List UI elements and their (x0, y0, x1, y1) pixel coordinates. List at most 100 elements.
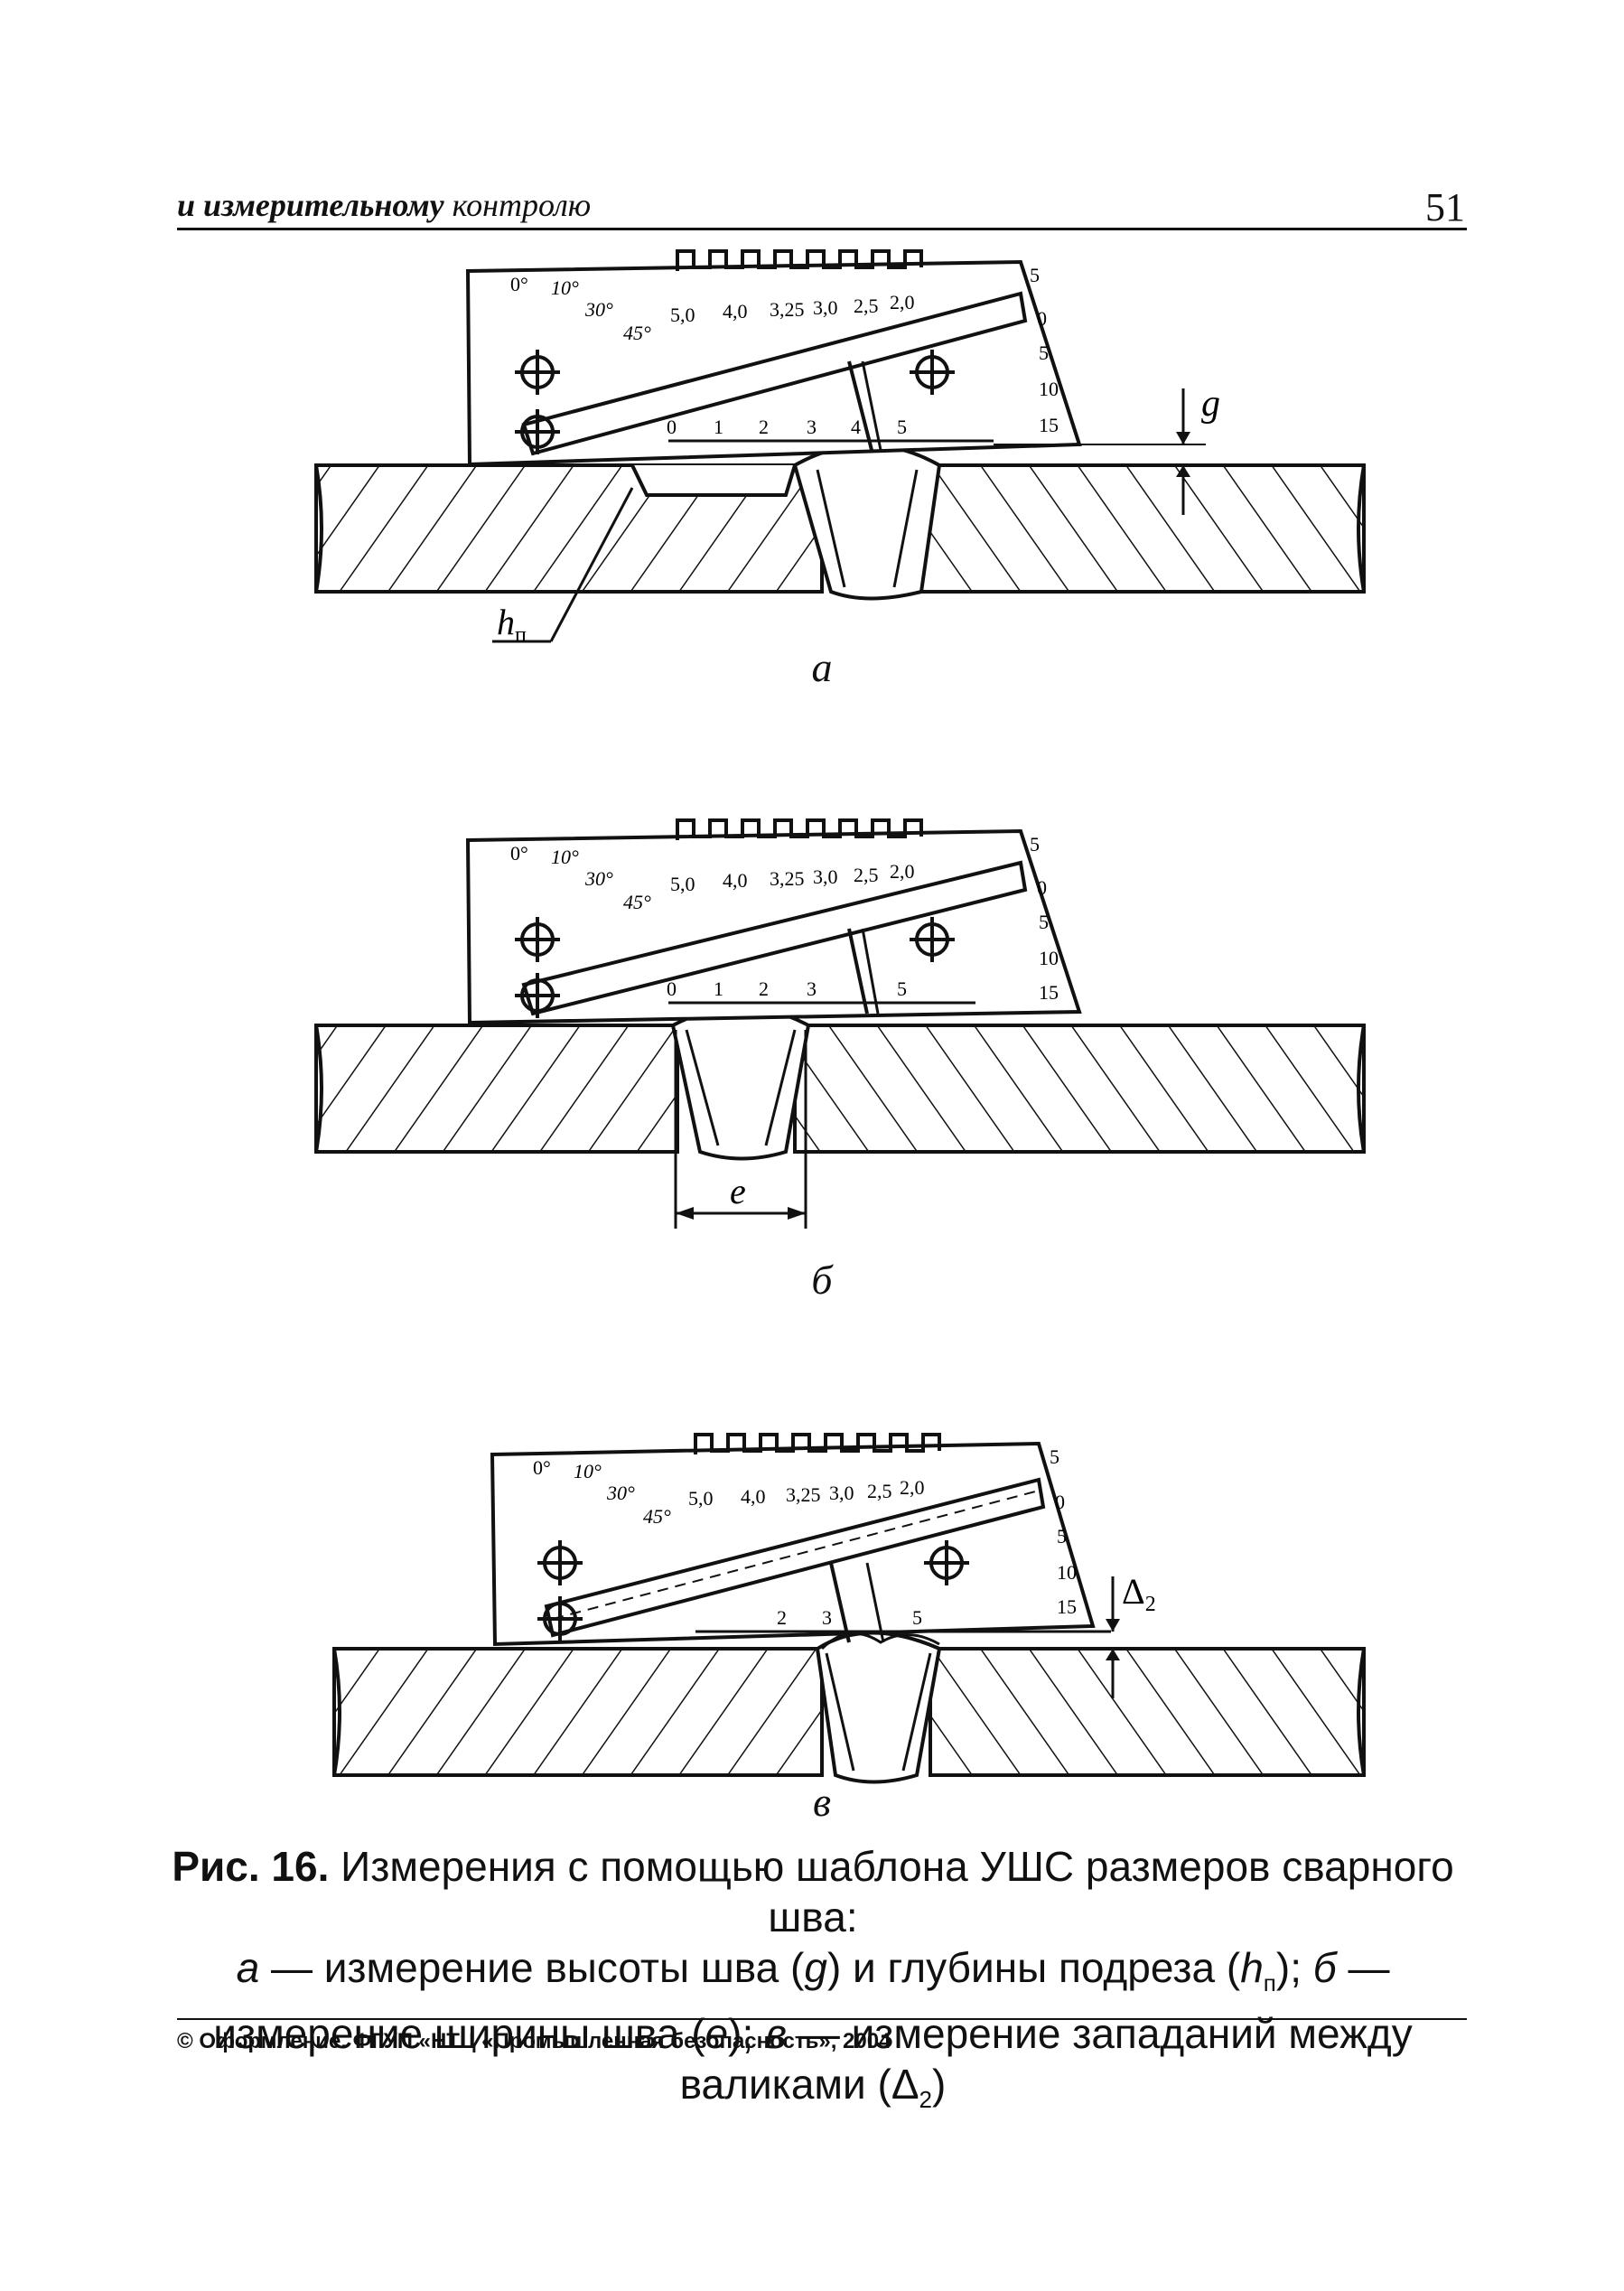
gap-label-2: 2,0 (890, 860, 915, 883)
slider-label-0: 0 (667, 977, 677, 1000)
caption-a-text: — измерение высоты шва ( (270, 1944, 805, 1991)
slider-label-5: 5 (897, 416, 907, 438)
figure-c-letter: в (813, 1779, 831, 1825)
caption-label: Рис. 16. (172, 1843, 330, 1890)
vert-label-0: 0 (1037, 307, 1047, 330)
caption-e: e (705, 2010, 729, 2058)
caption-c-text: — измерение западаний между валиками (Δ (679, 2010, 1413, 2109)
angle-label-45: 45° (643, 1505, 671, 1528)
gap-label-4: 4,0 (741, 1485, 766, 1508)
gauge-slider (544, 1477, 1046, 1638)
running-header-plain: контролю (452, 187, 592, 223)
vert-label-5b: 5 (1057, 1525, 1067, 1548)
caption-b-text2: ); (728, 2010, 754, 2058)
gap-label-5: 5,0 (688, 1487, 714, 1510)
dim-e: e (730, 1171, 746, 1211)
footer-copyright: © Оформление. ФГУП «НТЦ «Промышленная бе… (177, 2029, 891, 2053)
vert-label-5b: 5 (1039, 341, 1049, 364)
running-header-bold: и измерительному (177, 187, 444, 223)
gap-label-4: 4,0 (723, 869, 748, 892)
slider-label-3: 3 (807, 416, 817, 438)
angle-label-0: 0° (533, 1456, 551, 1479)
figure-a-letter: а (811, 644, 833, 690)
angle-label-10: 10° (551, 846, 579, 868)
slider-label-5: 5 (912, 1606, 922, 1629)
vert-label-15: 15 (1039, 414, 1059, 436)
figure-b-letter: б (811, 1257, 833, 1303)
vert-label-5b: 5 (1039, 911, 1049, 933)
caption-a-text2: ) и глубины подреза ( (826, 1944, 1241, 1991)
undercut-groove (630, 464, 797, 497)
slider-label-0: 0 (667, 416, 677, 438)
plate-left (314, 1024, 679, 1154)
caption-h: h (1240, 1944, 1264, 1991)
dim-g: g (1201, 383, 1220, 425)
plate-left (332, 1647, 824, 1777)
dim-delta-sub: 2 (1145, 1593, 1156, 1616)
angle-label-30: 30° (606, 1482, 635, 1504)
gap-label-25: 2,5 (854, 864, 879, 886)
slider-label-1: 1 (714, 977, 723, 1000)
vert-label-5a: 5 (1030, 833, 1040, 856)
figure-b: 0° 10° 30° 45° 5,0 4,0 3,25 3,0 2,5 2,0 … (314, 818, 1366, 1229)
gap-label-325: 3,25 (786, 1483, 821, 1506)
angle-label-45: 45° (623, 891, 651, 913)
gap-label-2: 2,0 (900, 1476, 925, 1499)
angle-label-45: 45° (623, 322, 651, 344)
slider-label-2: 2 (759, 977, 769, 1000)
caption-c-letter: в (765, 2010, 788, 2058)
gap-label-3: 3,0 (829, 1482, 854, 1504)
caption-line1: Измерения с помощью шаблона УШС размеров… (341, 1843, 1454, 1940)
weld-bead (815, 1631, 942, 1784)
caption-a-letter: а (236, 1944, 260, 1991)
gap-label-325: 3,25 (770, 298, 805, 321)
page-number: 51 (1425, 185, 1465, 229)
slider-label-1: 1 (714, 416, 723, 438)
slider-label-4: 4 (851, 416, 861, 438)
gap-label-2: 2,0 (890, 291, 915, 313)
caption-b-text: — измерение ширины шва ( (213, 1944, 1390, 2058)
gap-label-5: 5,0 (670, 873, 695, 895)
vert-label-15: 15 (1039, 981, 1059, 1004)
caption-h-sub: п (1263, 1969, 1276, 1997)
dim-h: h (497, 602, 515, 642)
footer-rule (177, 2018, 1467, 2020)
caption-g: g (804, 1944, 827, 1991)
plate-right (793, 1024, 1366, 1154)
gauge-slider (521, 860, 1028, 1016)
plate-right (919, 463, 1366, 594)
vert-label-0: 0 (1037, 876, 1047, 899)
figure-a: 0° 10° 30° 45° 5,0 4,0 3,25 3,0 2,5 2,0 … (314, 249, 1366, 647)
gap-label-4: 4,0 (723, 300, 748, 323)
caption-c-sub: 2 (919, 2086, 933, 2114)
slider-label-3: 3 (807, 977, 817, 1000)
slider-label-5: 5 (897, 977, 907, 1000)
angle-label-0: 0° (510, 273, 528, 295)
angle-label-10: 10° (574, 1460, 602, 1482)
vert-label-15: 15 (1057, 1595, 1077, 1618)
gap-label-3: 3,0 (813, 296, 838, 319)
weld-bead (670, 1005, 811, 1161)
figure-caption: Рис. 16. Измерения с помощью шаблона УШС… (154, 1841, 1472, 2125)
angle-label-0: 0° (510, 842, 528, 865)
slider-label-3: 3 (822, 1606, 832, 1629)
vert-label-10: 10 (1057, 1561, 1077, 1584)
dim-h-sub: п (515, 623, 527, 647)
running-header: и измерительному контролю (177, 186, 591, 224)
caption-b-letter: б (1312, 1944, 1337, 1991)
angle-label-30: 30° (584, 298, 613, 321)
vert-label-10: 10 (1039, 947, 1059, 969)
header-rule (177, 228, 1467, 230)
gap-label-325: 3,25 (770, 867, 805, 890)
vert-label-5a: 5 (1030, 264, 1040, 286)
dim-delta: Δ (1122, 1571, 1145, 1612)
caption-c-text2: ) (932, 2061, 947, 2109)
svg-text:Δ2: Δ2 (1122, 1571, 1156, 1616)
slider-label-2: 2 (759, 416, 769, 438)
caption-a-text3: ); (1275, 1944, 1302, 1991)
svg-text:hп: hп (497, 602, 527, 647)
figure-c: 0° 10° 30° 45° 5,0 4,0 3,25 3,0 2,5 2,0 … (332, 1433, 1366, 1784)
slider-label-2: 2 (777, 1606, 787, 1629)
gap-label-3: 3,0 (813, 865, 838, 888)
angle-label-10: 10° (551, 276, 579, 299)
